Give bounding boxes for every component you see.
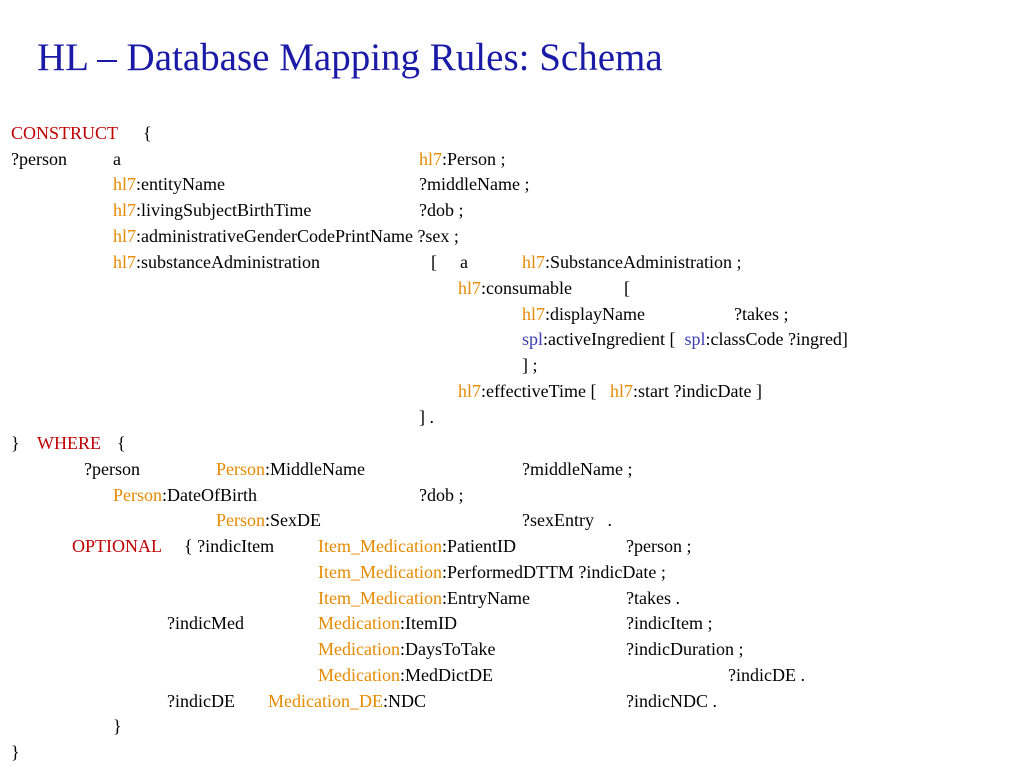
substance-type: hl7:SubstanceAdministration ; <box>522 253 742 271</box>
itemid-prop: Medication:ItemID <box>318 614 457 632</box>
patientid-label: :PatientID <box>441 536 516 556</box>
optional-close-brace: } <box>113 716 122 736</box>
effectivetime-label: :effectiveTime [ <box>481 381 597 401</box>
medication-prefix: Medication <box>318 613 400 633</box>
hl7-prefix: hl7 <box>458 278 482 298</box>
person-type: hl7:Person ; <box>419 150 506 168</box>
activeingredient-line: spl:activeIngredient [ spl:classCode ?in… <box>522 330 848 348</box>
activeingredient-label: :activeIngredient [ <box>543 329 676 349</box>
consumable-prop: hl7:consumable <box>458 279 572 297</box>
hl7-prefix: hl7 <box>113 252 137 272</box>
where-open-brace: { <box>117 433 126 453</box>
middlename-label: :MiddleName <box>265 459 365 479</box>
hl7-prefix: hl7 <box>113 174 137 194</box>
person-var: ?person <box>11 149 67 169</box>
effectivetime-line: hl7:effectiveTime [ hl7:start ?indicDate… <box>458 382 762 400</box>
slide-title: HL – Database Mapping Rules: Schema <box>37 36 663 79</box>
start-label: :start ?indicDate ] <box>633 381 762 401</box>
where-keyword: WHERE <box>37 433 101 453</box>
birthtime-prop: hl7:livingSubjectBirthTime <box>113 201 311 219</box>
item-medication-prefix: Item_Medication <box>318 588 442 608</box>
ndc-prop: Medication_DE:NDC <box>268 692 426 710</box>
meddictde-value: ?indicDE . <box>728 665 805 685</box>
sexde-prop: Person:SexDE <box>216 511 321 529</box>
classcode-label: :classCode ?ingred] <box>705 329 848 349</box>
entryname-prop: Item_Medication:EntryName <box>318 589 530 607</box>
construct-close-brace: } <box>11 433 20 453</box>
entryname-label: :EntryName <box>441 588 530 608</box>
where-person-var: ?person <box>84 459 140 479</box>
ndc-value: ?indicNDC . <box>626 691 717 711</box>
gender-prop: hl7:administrativeGenderCodePrintName ?s… <box>113 227 459 245</box>
construct-keyword: CONSTRUCT <box>11 123 119 143</box>
hl7-prefix: hl7 <box>610 381 634 401</box>
consumable-bracket: [ <box>624 278 630 298</box>
displayname-label: :displayName <box>545 304 645 324</box>
patientid-prop: Item_Medication:PatientID <box>318 537 516 555</box>
sexde-label: :SexDE <box>265 510 321 530</box>
where-close-brace: } <box>11 742 20 762</box>
dateofbirth-label: :DateOfBirth <box>162 485 257 505</box>
hl7-prefix: hl7 <box>113 200 137 220</box>
birthtime-label: :livingSubjectBirthTime <box>136 200 312 220</box>
hl7-prefix: hl7 <box>458 381 482 401</box>
entityname-prop: hl7:entityName <box>113 175 225 193</box>
substance-type-label: :SubstanceAdministration ; <box>545 252 742 272</box>
person-type-rest: :Person ; <box>442 149 506 169</box>
middlename-value: ?middleName ; <box>522 459 633 479</box>
gender-label: :administrativeGenderCodePrintName ?sex … <box>136 226 459 246</box>
birthtime-value: ?dob ; <box>419 200 464 220</box>
indicmed-var: ?indicMed <box>167 613 244 633</box>
daystotake-value: ?indicDuration ; <box>626 639 744 659</box>
sexde-value: ?sexEntry . <box>522 510 612 530</box>
performeddttm-label: :PerformedDTTM ?indicDate ; <box>441 562 666 582</box>
meddictde-prop: Medication:MedDictDE <box>318 666 493 684</box>
medication-prefix: Medication <box>318 639 400 659</box>
substance-a: a <box>460 252 468 272</box>
middlename-prop: Person:MiddleName <box>216 460 365 478</box>
meddictde-label: :MedDictDE <box>399 665 493 685</box>
construct-open-brace: { <box>143 123 152 143</box>
displayname-prop: hl7:displayName <box>522 305 645 323</box>
close-outer-bracket: ] . <box>419 407 434 427</box>
medication-de-prefix: Medication_DE <box>268 691 383 711</box>
displayname-value: ?takes ; <box>734 304 789 324</box>
ndc-label: :NDC <box>382 691 426 711</box>
itemid-value: ?indicItem ; <box>626 613 713 633</box>
consumable-label: :consumable <box>481 278 572 298</box>
entryname-value: ?takes . <box>626 588 680 608</box>
substance-label: :substanceAdministration <box>136 252 320 272</box>
performeddttm-prop: Item_Medication:PerformedDTTM ?indicDate… <box>318 563 666 581</box>
person-prefix: Person <box>216 510 265 530</box>
medication-prefix: Medication <box>318 665 400 685</box>
spl-prefix: spl <box>684 329 706 349</box>
substance-bracket: [ <box>431 252 437 272</box>
optional-open: { ?indicItem <box>184 536 275 556</box>
entityname-value: ?middleName ; <box>419 174 530 194</box>
person-a: a <box>113 149 121 169</box>
hl7-prefix: hl7 <box>419 149 443 169</box>
daystotake-prop: Medication:DaysToTake <box>318 640 495 658</box>
entityname-label: :entityName <box>136 174 225 194</box>
item-medication-prefix: Item_Medication <box>318 562 442 582</box>
dateofbirth-value: ?dob ; <box>419 485 464 505</box>
person-prefix: Person <box>216 459 265 479</box>
hl7-prefix: hl7 <box>522 304 546 324</box>
daystotake-label: :DaysToTake <box>399 639 496 659</box>
item-medication-prefix: Item_Medication <box>318 536 442 556</box>
optional-keyword: OPTIONAL <box>72 536 162 556</box>
hl7-prefix: hl7 <box>113 226 137 246</box>
dateofbirth-prop: Person:DateOfBirth <box>113 486 257 504</box>
person-prefix: Person <box>113 485 162 505</box>
patientid-value: ?person ; <box>626 536 692 556</box>
hl7-prefix: hl7 <box>522 252 546 272</box>
close-inner-bracket: ] ; <box>522 355 538 375</box>
substance-prop: hl7:substanceAdministration <box>113 253 320 271</box>
indicde-var: ?indicDE <box>167 691 235 711</box>
itemid-label: :ItemID <box>399 613 457 633</box>
spl-prefix: spl <box>522 329 544 349</box>
